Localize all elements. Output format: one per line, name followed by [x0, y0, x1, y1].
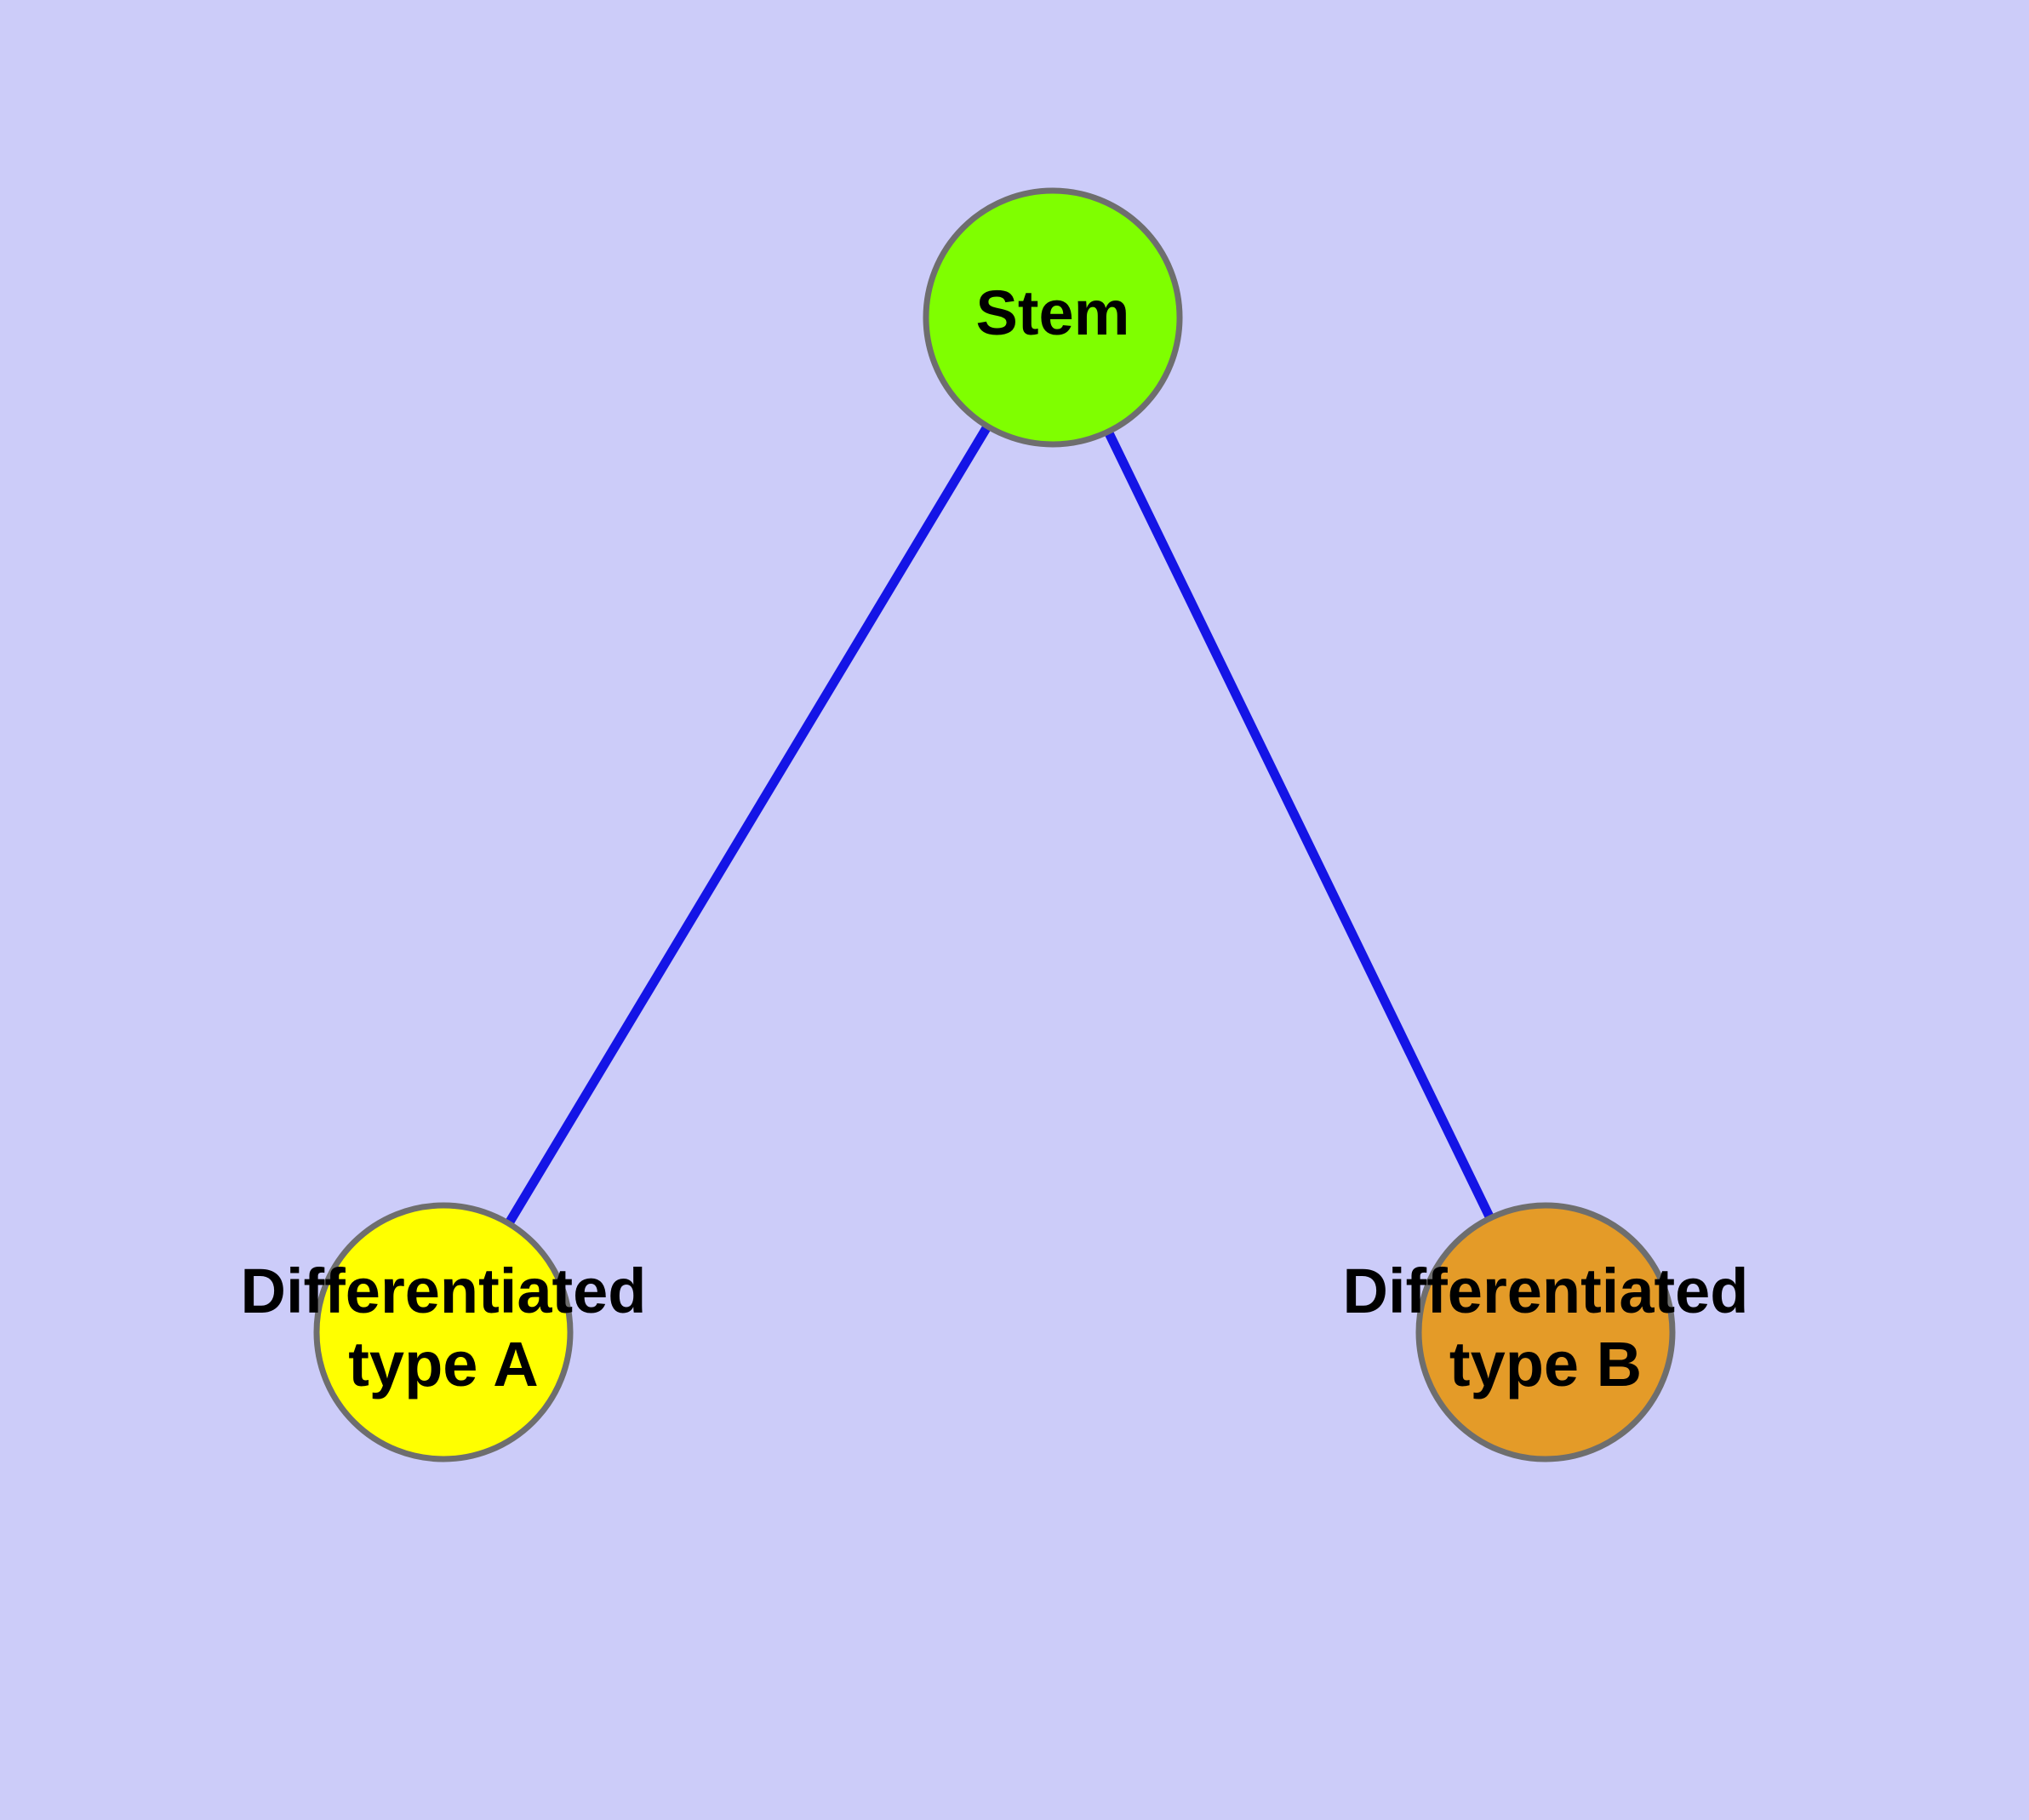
node-label-line: type A — [348, 1329, 538, 1399]
node-label-line: Differentiated — [1343, 1256, 1749, 1326]
node-circle-stem[interactable] — [923, 187, 1183, 448]
edge-stem-diff-a[interactable] — [505, 423, 992, 1227]
node-label-line: Differentiated — [241, 1256, 647, 1326]
node-diff_a[interactable] — [313, 1202, 574, 1462]
edge-layer — [505, 423, 1495, 1227]
node-label-line: Stem — [976, 278, 1130, 348]
node-label-line: type B — [1449, 1329, 1642, 1399]
node-stem[interactable] — [923, 187, 1183, 448]
node-circle-diff_a[interactable] — [313, 1202, 574, 1462]
node-diff_b[interactable] — [1415, 1202, 1676, 1462]
node-circle-diff_b[interactable] — [1415, 1202, 1676, 1462]
edge-stem-diff-b[interactable] — [1104, 429, 1495, 1221]
node-label-stem: Stem — [976, 278, 1130, 348]
